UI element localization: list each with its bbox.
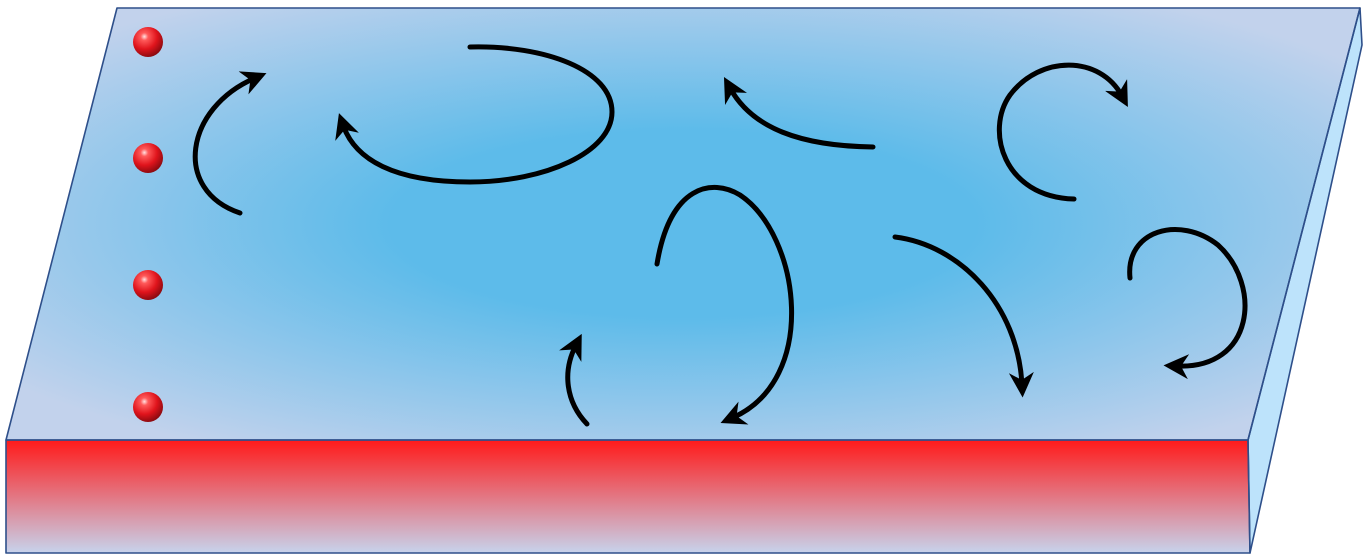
slab-front-face: [6, 440, 1250, 553]
slab-top-face: [6, 8, 1360, 440]
particle-2: [133, 143, 163, 173]
particle-4: [133, 392, 163, 422]
particle-3: [133, 270, 163, 300]
particle-1: [133, 27, 163, 57]
